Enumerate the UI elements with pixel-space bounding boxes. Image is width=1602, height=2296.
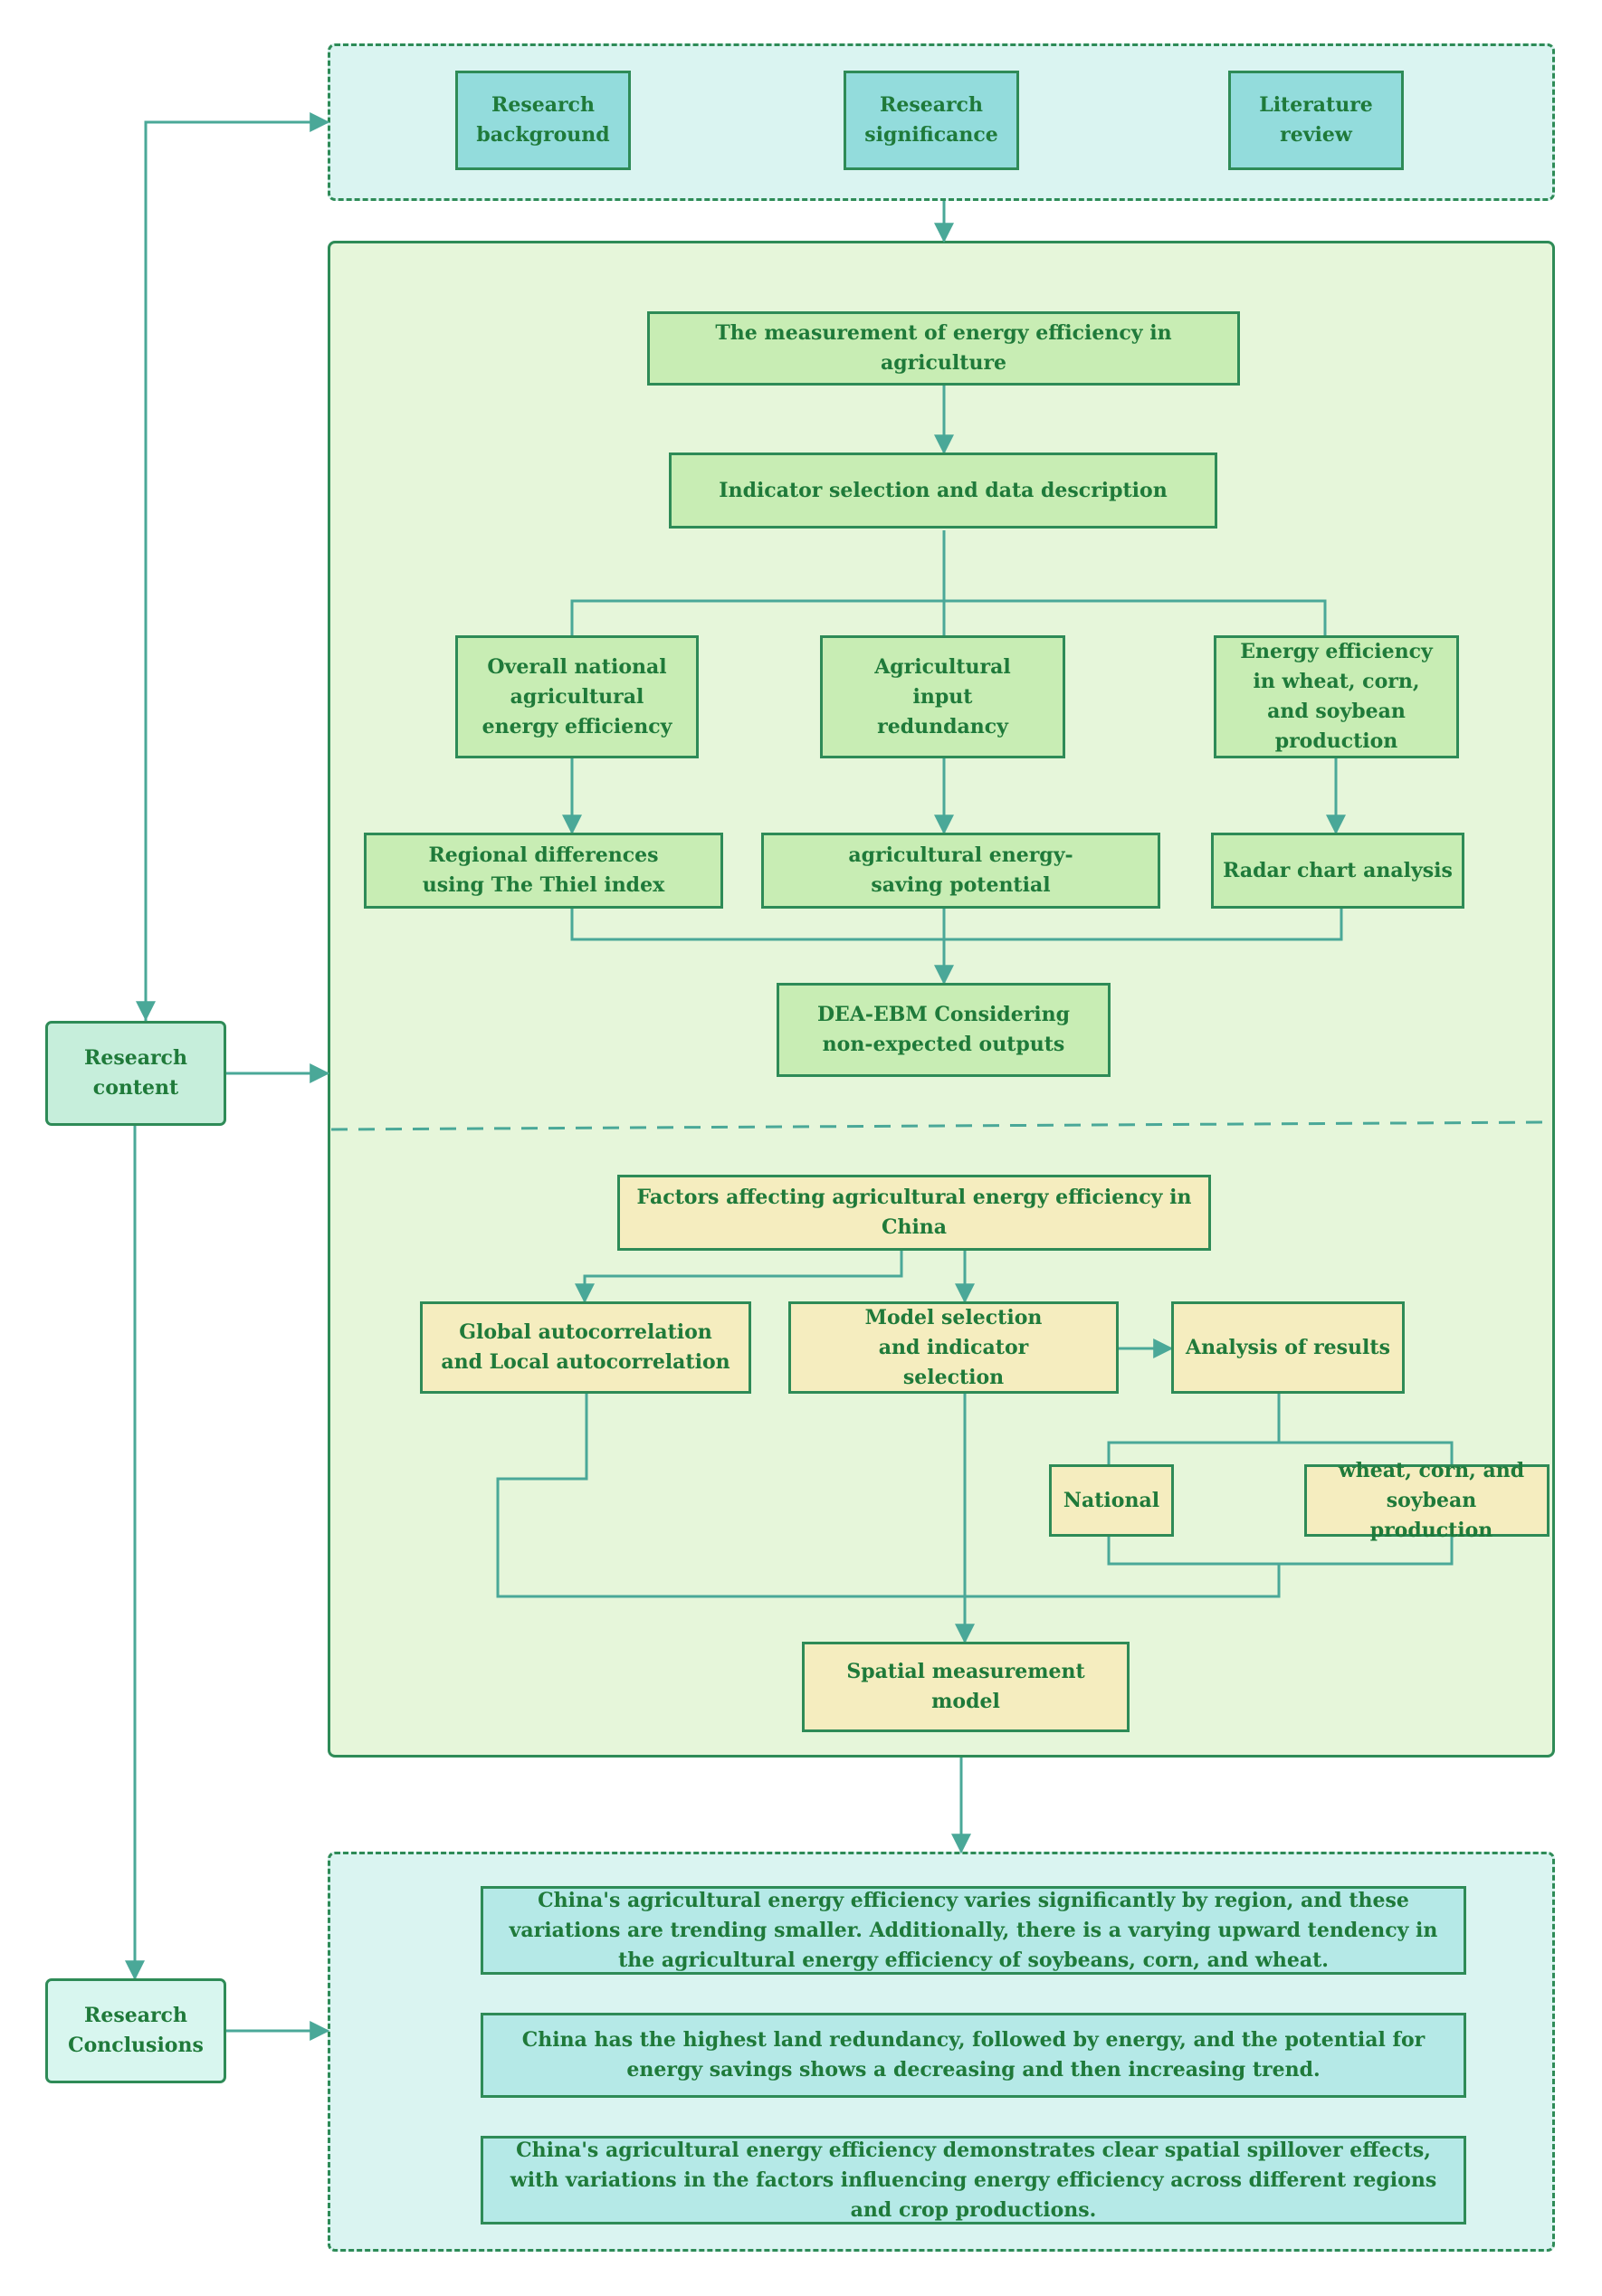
overall-efficiency-box: Overall national agricultural energy eff… — [455, 635, 699, 758]
research-content-box: Research content — [45, 1021, 226, 1126]
thiel-index-box: Regional differences using The Thiel ind… — [364, 833, 723, 909]
factors-box: Factors affecting agricultural energy ef… — [617, 1175, 1211, 1251]
research-conclusions-box: Research Conclusions — [45, 1978, 226, 2083]
conclusion-1: China's agricultural energy efficiency v… — [481, 1886, 1466, 1975]
arrow-content-to-background — [144, 112, 330, 1021]
wcs-production-box: wheat, corn, and soybean production — [1304, 1459, 1550, 1542]
dea-ebm-box: DEA-EBM Considering non-expected outputs — [777, 983, 1111, 1077]
research-background-box: Research background — [455, 71, 631, 170]
national-box: National — [1049, 1464, 1174, 1537]
branch-bar — [570, 599, 1327, 635]
conclusion-2: China has the highest land redundancy, f… — [481, 2013, 1466, 2098]
section-divider — [330, 1120, 1552, 1131]
branch-analysis — [1107, 1394, 1454, 1464]
conclusion-3: China's agricultural energy efficiency d… — [481, 2136, 1466, 2225]
merge-bar — [570, 909, 1343, 941]
energy-saving-box: agricultural energy-saving potential — [761, 833, 1160, 909]
indicator-selection-box: Indicator selection and data description — [669, 453, 1217, 529]
arrow-factors-to-autocorr — [575, 1251, 903, 1304]
crop-efficiency-box: Energy efficiency in wheat, corn, and so… — [1214, 635, 1459, 758]
radar-chart-box: Radar chart analysis — [1211, 833, 1464, 909]
research-significance-box: Research significance — [844, 71, 1019, 170]
merge-national-wcs — [496, 1394, 1454, 1598]
input-redundancy-box: Agricultural input redundancy — [820, 635, 1065, 758]
measurement-box: The measurement of energy efficiency in … — [647, 311, 1240, 386]
literature-review-box: Literature review — [1228, 71, 1404, 170]
analysis-results-box: Analysis of results — [1171, 1301, 1405, 1394]
model-selection-box: Model selection and indicator selection — [788, 1301, 1119, 1394]
autocorrelation-box: Global autocorrelation and Local autocor… — [420, 1301, 751, 1394]
spatial-model-box: Spatial measurement model — [802, 1642, 1130, 1732]
